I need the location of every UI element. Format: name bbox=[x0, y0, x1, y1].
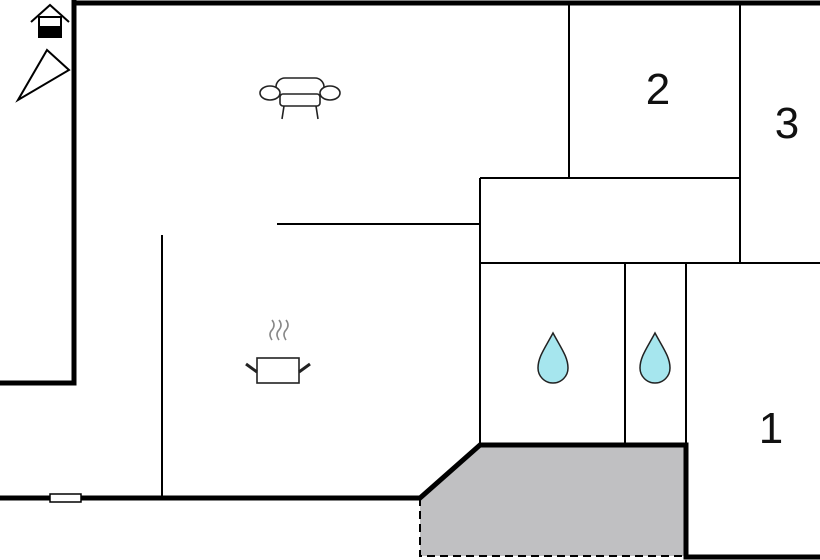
sofa-icon bbox=[259, 77, 341, 120]
terrace-area bbox=[420, 445, 686, 556]
room-label-2: 2 bbox=[646, 65, 670, 114]
water-drop-icon bbox=[639, 331, 671, 384]
water-drop-icon bbox=[537, 331, 569, 384]
window-icon bbox=[49, 493, 82, 503]
room-label-3: 3 bbox=[775, 99, 799, 148]
north-arrow-icon bbox=[15, 48, 71, 103]
interior-walls bbox=[161, 3, 820, 498]
room-label-1: 1 bbox=[759, 404, 783, 453]
entrance-house-icon bbox=[30, 3, 70, 38]
cooking-pot-icon bbox=[245, 319, 311, 384]
terrace-dashed-edge bbox=[419, 498, 686, 557]
